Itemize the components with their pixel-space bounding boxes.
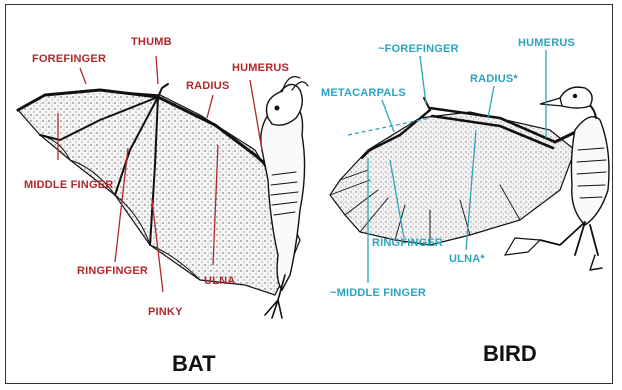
bat-thumb-bone [158, 84, 168, 97]
bat-label-middle-finger: MIDDLE FINGER [24, 179, 113, 191]
bat-label-ulna: ULNA [204, 275, 235, 287]
bat-label-radius: RADIUS [186, 80, 229, 92]
bird-label-ulna: ULNA* [449, 253, 485, 265]
bat-label-forefinger: FOREFINGER [32, 53, 106, 65]
bat-title: BAT [172, 351, 216, 376]
bird-title: BIRD [483, 341, 537, 366]
bird-label-metacarpals: METACARPALS [321, 87, 406, 99]
bat-wing-membrane [18, 90, 300, 295]
bat-label-pinky: PINKY [148, 306, 183, 318]
bird-label-humerus: HUMERUS [518, 37, 575, 49]
bat-label-ringfinger: RINGFINGER [77, 265, 148, 277]
bird-label-forefinger: ~FOREFINGER [378, 43, 459, 55]
bird-body [571, 117, 609, 225]
bird-beak [540, 98, 562, 106]
bird-foot [505, 238, 540, 255]
bat-illustration [18, 77, 308, 318]
bat-label-humerus: HUMERUS [232, 62, 289, 74]
bat-label-thumb: THUMB [131, 36, 172, 48]
bird-label-ringfinger: RINGFINGER [372, 237, 443, 249]
bird-wing-feathers [330, 112, 575, 245]
bird-label-middle-finger: ~MIDDLE FINGER [330, 287, 426, 299]
bird-label-radius: RADIUS* [470, 73, 518, 85]
